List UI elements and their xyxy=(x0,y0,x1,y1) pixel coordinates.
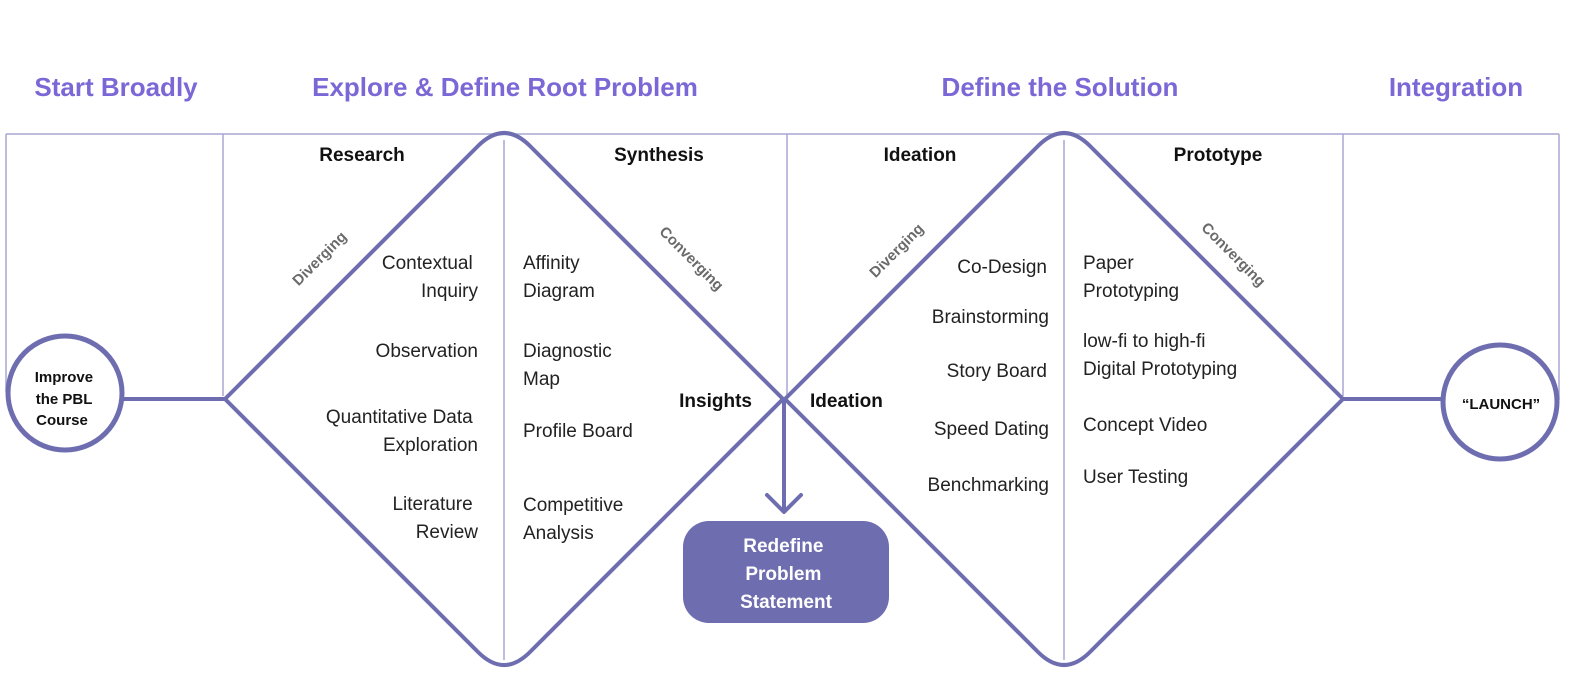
synthesis-methods: Affinity Diagram Diagnostic Map Profile … xyxy=(523,253,633,544)
method-line: Literature xyxy=(392,494,472,515)
method-item: Speed Dating xyxy=(934,419,1049,440)
method-item: low-fi to high-fi Digital Prototyping xyxy=(1083,331,1237,380)
method-item: Story Board xyxy=(947,361,1047,382)
redefine-box-line: Redefine xyxy=(743,536,823,557)
start-node-circle xyxy=(5,333,125,453)
stage-title-ideation: Ideation xyxy=(884,145,957,166)
method-item: Brainstorming xyxy=(932,307,1049,328)
end-node-circle xyxy=(1440,342,1560,462)
diamond-shapes xyxy=(120,131,1444,667)
ideation-methods: Co-Design Brainstorming Story Board Spee… xyxy=(928,257,1049,496)
method-item: Observation xyxy=(376,341,478,362)
end-node-label: “LAUNCH” xyxy=(1462,396,1540,413)
redefine-box-line: Statement xyxy=(740,592,833,613)
ideation-midpoint-label: Ideation xyxy=(810,391,883,412)
insights-label: Insights xyxy=(679,391,752,412)
method-line: Review xyxy=(416,522,479,543)
redefine-box-line: Problem xyxy=(745,564,821,585)
mode-label-prototype: Converging xyxy=(1198,219,1269,290)
method-line: Affinity xyxy=(523,253,580,274)
method-line: Paper xyxy=(1083,253,1134,274)
start-node-label: Improve the PBL Course xyxy=(35,369,98,429)
phase-title-integration: Integration xyxy=(1389,72,1523,102)
method-line: low-fi to high-fi xyxy=(1083,331,1206,352)
method-line: Digital Prototyping xyxy=(1083,359,1237,380)
mode-label-ideation: Diverging xyxy=(866,220,927,281)
section-grid xyxy=(5,133,1560,660)
method-item: User Testing xyxy=(1083,467,1188,488)
method-line: Competitive xyxy=(523,495,623,516)
method-item: Concept Video xyxy=(1083,415,1207,436)
method-item: Affinity Diagram xyxy=(523,253,595,302)
method-item: Benchmarking xyxy=(928,475,1049,496)
method-item: Co-Design xyxy=(957,257,1047,278)
method-line: Diagram xyxy=(523,281,595,302)
redefine-box-label: Redefine Problem Statement xyxy=(740,536,833,613)
prototype-methods: Paper Prototyping low-fi to high-fi Digi… xyxy=(1083,253,1237,488)
phase-title-explore-define: Explore & Define Root Problem xyxy=(312,72,698,102)
stage-title-research: Research xyxy=(319,145,405,166)
phase-title-start-broadly: Start Broadly xyxy=(34,72,198,102)
start-node-line: the PBL xyxy=(36,391,93,408)
method-item: Profile Board xyxy=(523,421,633,442)
method-line: Profile Board xyxy=(523,421,633,442)
start-node-line: Improve xyxy=(35,369,93,386)
method-item: Diagnostic Map xyxy=(523,341,617,390)
method-line: Prototyping xyxy=(1083,281,1179,302)
stage-title-synthesis: Synthesis xyxy=(614,145,704,166)
redefine-box xyxy=(683,521,889,623)
phase-title-define-solution: Define the Solution xyxy=(942,72,1179,102)
method-line: Observation xyxy=(376,341,478,362)
method-item: Competitive Analysis xyxy=(523,495,629,544)
method-line: Inquiry xyxy=(421,281,479,302)
method-line: Map xyxy=(523,369,560,390)
method-line: Concept Video xyxy=(1083,415,1207,436)
method-line: Quantitative Data xyxy=(326,407,473,428)
method-line: Exploration xyxy=(383,435,478,456)
method-item: Literature Review xyxy=(392,494,478,543)
stage-title-prototype: Prototype xyxy=(1174,145,1263,166)
method-line: Contextual xyxy=(382,253,473,274)
research-methods: Contextual Inquiry Observation Quantitat… xyxy=(326,253,479,543)
redefine-arrow-head xyxy=(765,493,803,514)
method-item: Contextual Inquiry xyxy=(382,253,479,302)
method-line: Diagnostic xyxy=(523,341,612,362)
method-line: Analysis xyxy=(523,523,594,544)
method-item: Paper Prototyping xyxy=(1083,253,1179,302)
start-node-line: Course xyxy=(36,412,88,429)
method-item: Quantitative Data Exploration xyxy=(326,407,478,456)
method-line: User Testing xyxy=(1083,467,1188,488)
